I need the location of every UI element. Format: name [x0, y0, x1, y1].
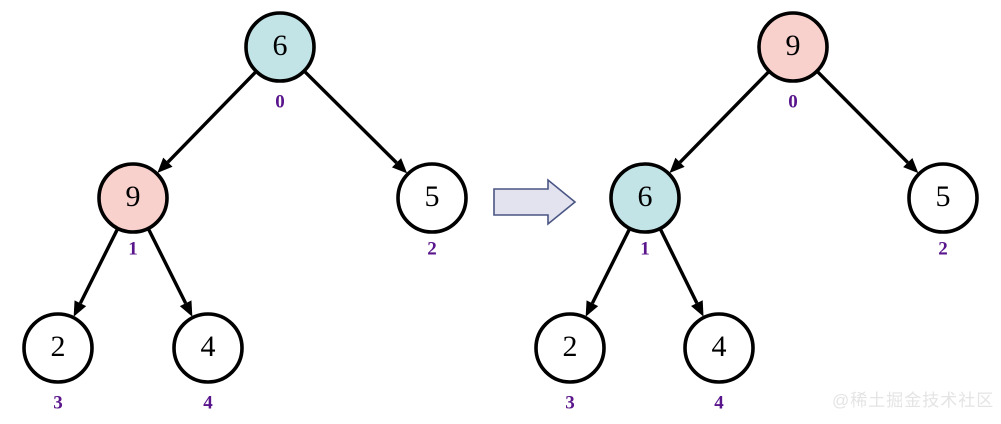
- tree-node[interactable]: 61: [609, 162, 681, 259]
- tree-edge: [157, 70, 257, 173]
- node-circle[interactable]: [683, 312, 755, 384]
- tree-edge: [73, 228, 119, 317]
- tree-node[interactable]: 91: [97, 162, 169, 259]
- node-circle[interactable]: [396, 162, 468, 234]
- node-value: 2: [51, 330, 66, 363]
- tree-node[interactable]: 23: [22, 312, 94, 413]
- node-index-label: 1: [128, 238, 138, 259]
- tree-node[interactable]: 44: [172, 312, 244, 413]
- node-value: 4: [712, 330, 727, 363]
- tree-node[interactable]: 52: [907, 162, 979, 259]
- node-circle[interactable]: [907, 162, 979, 234]
- tree-node[interactable]: 52: [396, 162, 468, 259]
- tree-edge: [303, 70, 408, 174]
- tree-node[interactable]: 60: [244, 11, 316, 112]
- transform-arrow-layer: [493, 178, 577, 226]
- node-value: 6: [273, 29, 288, 62]
- node-circle[interactable]: [534, 312, 606, 384]
- node-index-label: 4: [714, 392, 724, 413]
- node-circle[interactable]: [97, 162, 169, 234]
- tree-node[interactable]: 90: [757, 11, 829, 112]
- node-circle[interactable]: [609, 162, 681, 234]
- node-circle[interactable]: [172, 312, 244, 384]
- node-value: 6: [638, 180, 653, 213]
- tree-node[interactable]: 23: [534, 312, 606, 413]
- transform-arrow-icon: [493, 178, 577, 226]
- tree-edge: [585, 228, 631, 317]
- node-index-label: 2: [427, 238, 437, 259]
- node-index-label: 3: [565, 392, 575, 413]
- node-value: 9: [126, 180, 141, 213]
- node-index-label: 1: [640, 238, 650, 259]
- tree-edge: [147, 228, 193, 317]
- node-circle[interactable]: [244, 11, 316, 83]
- node-value: 2: [563, 330, 578, 363]
- node-value: 5: [936, 180, 951, 213]
- node-value: 9: [786, 29, 801, 62]
- node-index-label: 4: [203, 392, 213, 413]
- tree-edge: [669, 70, 770, 174]
- node-index-label: 0: [275, 91, 285, 112]
- node-index-label: 0: [788, 91, 798, 112]
- node-index-label: 2: [938, 238, 948, 259]
- tree-edge: [658, 228, 704, 317]
- tree-edge: [816, 70, 919, 174]
- node-circle[interactable]: [757, 11, 829, 83]
- node-circle[interactable]: [22, 312, 94, 384]
- tree-node[interactable]: 44: [683, 312, 755, 413]
- node-value: 5: [425, 180, 440, 213]
- node-value: 4: [201, 330, 216, 363]
- watermark-text: @稀土掘金技术社区: [832, 391, 995, 410]
- edges-layer: [73, 70, 919, 317]
- node-index-label: 3: [53, 392, 63, 413]
